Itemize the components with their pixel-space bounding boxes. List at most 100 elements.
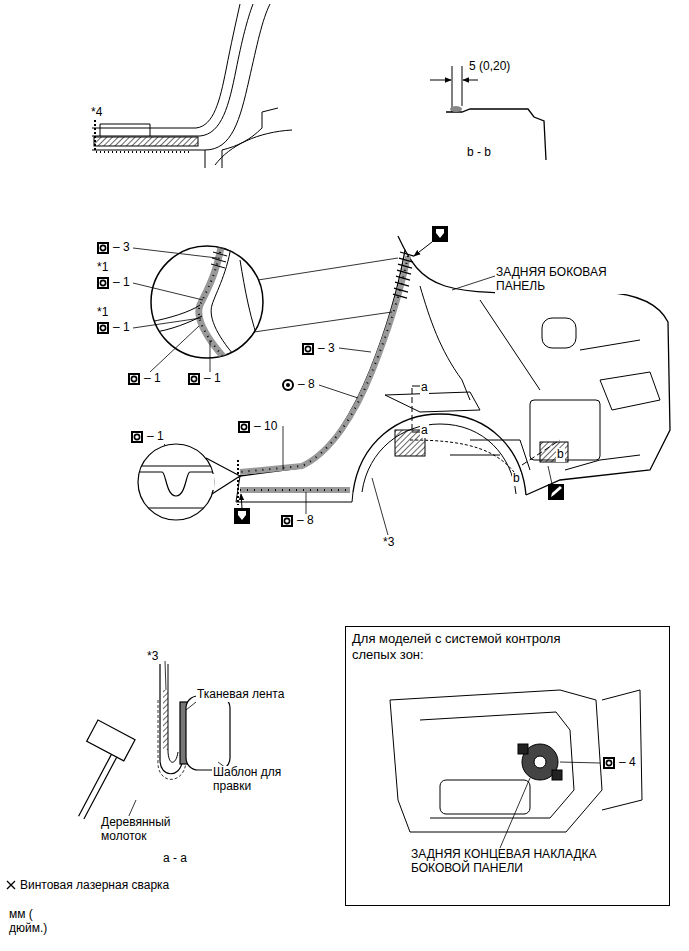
- section-letter: b: [512, 472, 521, 486]
- zoom-bubble: [136, 444, 240, 520]
- weld-icon: [98, 243, 108, 253]
- top-view: [205, 130, 292, 168]
- section-a-a: [128, 661, 226, 818]
- note-mark: *1: [96, 261, 109, 275]
- end-cover-view: [552, 770, 562, 780]
- section-b-b: [430, 80, 451, 81]
- leader-line: [339, 348, 371, 352]
- callout-number: – 1: [203, 372, 222, 386]
- leader-line: [133, 283, 203, 300]
- legend-symbol: [7, 881, 15, 889]
- section-a-a: [160, 664, 182, 774]
- leader-line: [306, 492, 307, 514]
- quarter-panel: [580, 340, 660, 410]
- quarter-panel: [385, 392, 480, 412]
- sealer-icon: [241, 494, 242, 508]
- callout-number: – 8: [297, 378, 316, 392]
- weld-band: [240, 489, 350, 491]
- quarter-panel: [236, 476, 353, 502]
- note-mark: *3: [146, 650, 159, 664]
- quarter-panel: [240, 250, 405, 476]
- callout-number: – 1: [143, 372, 162, 386]
- quarter-panel: [542, 318, 576, 348]
- pen-icon: [548, 466, 564, 500]
- zoom-bubble: [136, 472, 216, 496]
- quarter-panel: [410, 440, 520, 480]
- pen-icon: [548, 484, 564, 500]
- weld-band: [393, 252, 414, 298]
- weld-band: [240, 256, 408, 472]
- quarter-panel: [540, 442, 568, 462]
- section-b-b: [446, 109, 546, 160]
- dimension: 5 (0,20): [468, 60, 511, 74]
- pen-icon: [551, 486, 562, 497]
- quarter-panel: [398, 236, 670, 495]
- section-letter: a: [420, 381, 429, 395]
- legend-row: Винтовая лазерная сварка: [6, 878, 169, 892]
- weld-band: [237, 460, 239, 505]
- leader-line: [133, 318, 201, 328]
- zoom-circle: [240, 260, 262, 350]
- section-letter: b: [556, 448, 565, 462]
- section-b-b: [430, 66, 546, 160]
- leader-line: [150, 326, 199, 372]
- quarter-panel: [236, 236, 670, 502]
- zoom-bubble: [136, 466, 216, 508]
- end-cover-view: [390, 690, 642, 848]
- callout-number: – 1: [112, 276, 131, 290]
- sealer-icon: [414, 242, 432, 256]
- part-name: Тканевая лента: [196, 688, 285, 702]
- note-mark: *4: [90, 106, 103, 120]
- leader-line: [210, 340, 211, 372]
- section-mark: [412, 386, 560, 465]
- weld-icon: [98, 323, 108, 333]
- top-view: [92, 4, 240, 128]
- sealer-icon: [436, 229, 444, 238]
- top-view: [94, 137, 198, 146]
- leader-line: [319, 385, 358, 398]
- weld-icon: [98, 278, 108, 288]
- callout-number: – 3: [112, 241, 131, 255]
- weld-icon: [129, 374, 139, 384]
- weld-icon: [98, 243, 614, 768]
- section-a-a: [79, 754, 117, 819]
- zoom-circle: [254, 258, 398, 332]
- section-b-b: [452, 66, 462, 112]
- callout-number: – 8: [296, 514, 315, 528]
- section-a-a: [163, 690, 168, 750]
- zoom-circle: [150, 240, 398, 362]
- quarter-panel: [362, 424, 516, 494]
- weld-band: [240, 487, 350, 493]
- weld-band: [238, 252, 414, 505]
- section-b-b: [463, 80, 478, 81]
- end-cover-view: [534, 756, 546, 768]
- end-cover-view: [390, 690, 602, 832]
- zoom-bubble: [212, 474, 215, 490]
- section-letter: a: [420, 424, 429, 438]
- top-view: [92, 4, 253, 136]
- unit-note: мм ( дюйм.): [8, 908, 54, 936]
- section-name: b - b: [466, 146, 492, 160]
- section-b-b: [450, 106, 462, 112]
- zoom-bubble: [136, 507, 216, 508]
- legend-text: Винтовая лазерная сварка: [20, 878, 169, 892]
- sealer-icon: [432, 226, 448, 242]
- section-name: a - a: [162, 852, 188, 866]
- weld-band: [240, 256, 408, 472]
- callout-number: – 4: [618, 756, 637, 770]
- end-cover-view: [602, 690, 642, 810]
- weld-icon: [239, 422, 249, 432]
- weld-icon: [282, 516, 292, 526]
- callout-number: – 10: [253, 420, 278, 434]
- callout-number: – 1: [146, 430, 165, 444]
- zoom-bubble: [136, 465, 216, 466]
- sealer-icon: [234, 226, 448, 524]
- section-a-a: [168, 664, 178, 762]
- part-name: Деревянный молоток: [100, 816, 182, 844]
- callout-number: – 1: [112, 321, 131, 335]
- part-name: ЗАДНЯЯ КОНЦЕВАЯ НАКЛАДКА БОКОВОЙ ПАНЕЛИ: [410, 848, 612, 876]
- sealer-icon: [234, 508, 250, 524]
- part-name: Шаблон для правки: [212, 766, 294, 794]
- part-name: ЗАДНЯЯ БОКОВАЯ ПАНЕЛЬ: [495, 266, 637, 294]
